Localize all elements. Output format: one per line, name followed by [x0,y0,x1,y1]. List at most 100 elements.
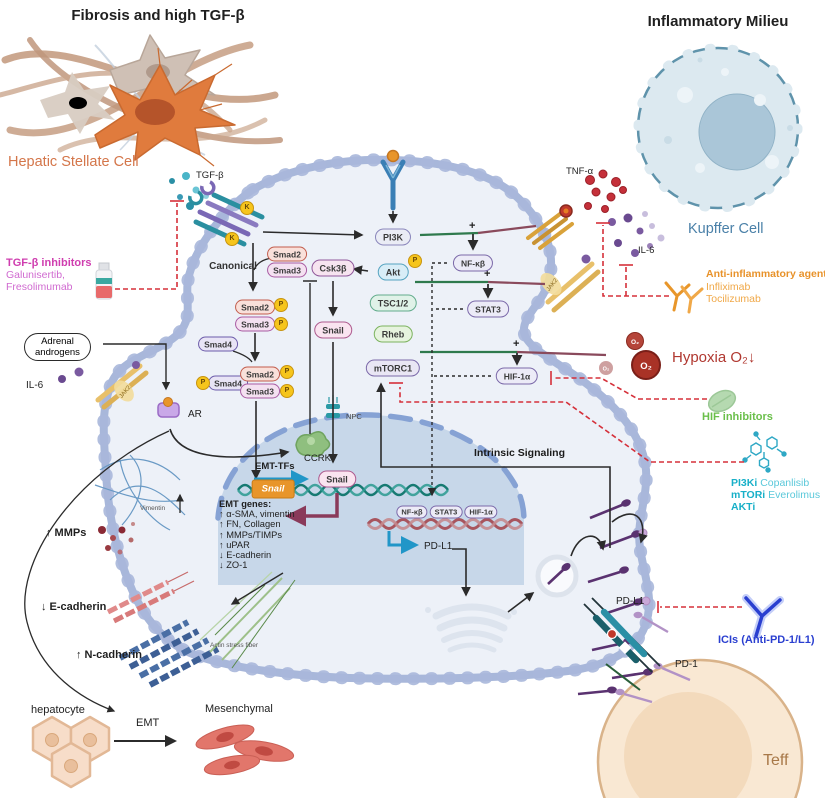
o2-big-label: O₂ [640,361,652,372]
il6-ligand-dots-left [58,367,84,383]
smad4-node: Smad4 [198,336,238,352]
o2-small-label: O₂ [631,339,639,346]
kupffer-cell-label: Kupffer Cell [688,221,764,237]
o2-hif1a-activation-line [420,350,607,366]
phospho-badge-smad2c: P [280,365,294,379]
hypoxia-label: Hypoxia O₂↓ [672,349,756,366]
ar-receptor [157,397,180,418]
anti-inflammatory-header: Anti-inflammatory agents [706,268,825,280]
smad3-complex-node: Smad3 [240,383,280,399]
smad2p-node: Smad2 [235,299,275,315]
jak2-receptor-left: JAK2 [95,361,149,410]
inflammatory-title: Inflammatory Milieu [647,13,789,30]
ncadherin-rods [118,619,220,688]
ccrk-label: CCRK [304,453,331,464]
akti-label: AKTi [731,501,756,513]
pdl1-transcript-label: PD-L1 [424,541,453,552]
emt-tfs-label: EMT-TFs [255,461,295,472]
il6-left-label: IL-6 [26,380,44,391]
mmp-dots [98,522,135,555]
phospho-badge-smad3c: P [280,384,294,398]
ecadherin-label: ↓ E-cadherin [41,601,107,613]
tgfb-ligand-label: TGF-β [196,170,224,181]
adrenal-androgens-box: Adrenal androgens [24,333,91,361]
emt-gene-line: ↑ MMPs/TIMPs [219,529,283,540]
phospho-badge-smad2: P [274,298,288,312]
anti-inflammatory-antibody-icon [664,281,704,314]
akt-node: Akt [377,263,409,281]
il6-stat3-activation-line [415,280,546,299]
mesenchymal-cells-graphic [195,724,295,776]
emt-gene-line: ↑ uPAR [219,539,250,550]
phospho-badge-smad4: P [196,376,210,390]
kinase-inhibitor-molecule-icon [742,431,787,473]
icis-label: ICIs (Anti-PD-1/L1) [718,634,815,646]
mmps-label: ↑ MMPs [46,527,87,539]
tgfb-inhibitor-drug-2: Fresolimumab [6,281,73,293]
pi3ki-label: PI3Ki [731,477,758,489]
snail-cytoplasm-node: Snail [314,321,352,339]
tf-translocation-dashed-lines [427,262,491,497]
pdl1-gene-dna [366,518,524,530]
emt-gene-line: ↑ FN, Collagen [219,519,281,530]
jak2-receptor-right: JAK2 [540,254,601,313]
mtori-drug-label: Everolimus [768,489,821,501]
phospho-badge-akt: P [408,254,422,268]
pi3ki-line: PI3Ki Copanlisib [731,477,809,490]
golgi-apparatus [425,603,517,653]
pd1-label: PD-1 [675,659,698,670]
stellate-cell-label: Hepatic Stellate Cell [8,154,139,170]
adrenal-line1: Adrenal [41,336,74,347]
actin-stress-fibers [199,571,296,669]
plus-stat3: + [484,268,491,280]
inhibitor-dashed-lines [115,200,744,613]
plus-hif1a: + [513,338,520,350]
stat3-node: STAT3 [467,300,509,318]
smad3-node: Smad3 [267,262,307,278]
ici-antibody-icon [742,594,784,640]
hepatocyte-graphic [31,715,111,789]
ccrk-icon [295,431,331,458]
emt-gene-line: ↓ ZO-1 [219,560,248,571]
actin-label: Actin stress fiber [210,642,259,649]
kinase-badge-1: K [240,201,254,215]
vimentin-label: Vimentin [140,505,166,512]
tnf-ligand-dots [584,169,627,213]
tsc12-node: TSC1/2 [369,294,417,312]
intrinsic-signaling-label: Intrinsic Signaling [474,447,566,459]
teff-label: Teff [763,752,789,769]
tnf-nfkb-activation-line [419,224,537,251]
snail-gene-box: Snail [251,479,295,499]
pathway-arrows [24,211,648,747]
csk3b-node: Csk3β [311,259,355,277]
anti-inflammatory-drug-2: Tocilizumab [706,293,761,305]
pdl1-membrane-label: PD-L1 [616,596,645,607]
stat3-dna-node: STAT3 [429,505,463,519]
tnfa-label: TNF-α [566,166,594,177]
emt-genes-block: EMT genes: ↑ α-SMA, vimentin ↑ FN, Colla… [219,499,295,571]
mtori-label: mTORi [731,489,766,501]
hypoxia-o2-icons: O₂ O₂ O₂ [599,332,661,380]
npc-label: NPC [346,412,362,421]
ar-label: AR [188,409,202,420]
rtk-receptor [380,149,406,211]
smad2-complex-node: Smad2 [240,366,280,382]
tgfb-inhibitors-header: TGF-β inhibitors [6,257,92,269]
canonical-label: Canonical [209,261,257,272]
vimentin-fibers [94,454,186,531]
hepatocyte-label: hepatocyte [31,704,85,716]
snail-nucleus-node: Snail [318,470,356,488]
pd1-molecules [615,611,691,704]
emt-gene-line: ↑ α-SMA, vimentin [219,509,295,520]
emt-gene-line: ↓ E-cadherin [219,550,272,561]
kupffer-cell-graphic [633,43,803,213]
smad2-node: Smad2 [267,246,307,262]
phospho-badge-smad3: P [274,317,288,331]
ncadherin-label: ↑ N-cadherin [76,649,143,661]
nfkb-node: NF-κβ [452,254,494,272]
plus-nfkb: + [469,220,476,232]
tcr-complex [583,597,661,691]
transport-vesicle [535,554,579,598]
o2-faded-label: O₂ [603,367,610,373]
